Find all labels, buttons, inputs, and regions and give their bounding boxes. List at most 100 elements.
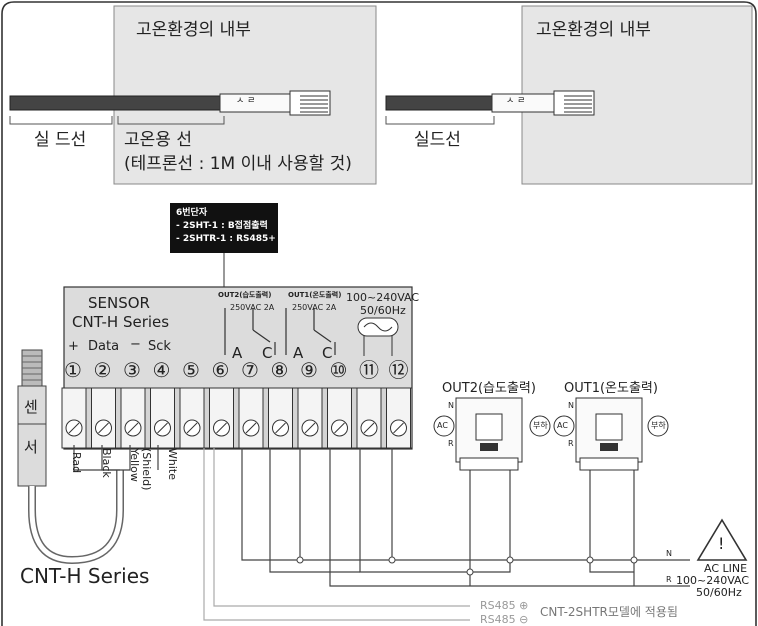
right-connector xyxy=(553,90,595,116)
relay-out2 xyxy=(455,397,523,471)
terminal-slot-7 xyxy=(238,387,264,449)
left-shield-wire-label: 실 드선 xyxy=(34,130,87,150)
out1-rating: 250VAC 2A xyxy=(292,303,337,312)
heat-wire-label: 고온용 선 xyxy=(124,130,192,150)
out2-rating: 250VAC 2A xyxy=(230,303,275,312)
terminal-number-4: ④ xyxy=(152,358,171,382)
sensor-series: CNT-H Series xyxy=(72,313,170,331)
terminal-number-8: ⑧ xyxy=(270,358,289,382)
relay-out2-r: R xyxy=(448,439,454,448)
warning-mark: ! xyxy=(718,534,725,553)
terminal-slot-9 xyxy=(297,387,323,449)
terminal-slot-12 xyxy=(386,387,411,449)
crossing-bumps xyxy=(296,556,638,576)
left-sleeve-text: ㅅ ㄹ xyxy=(236,96,256,106)
rs485-plus-label: RS485 ⊕ xyxy=(480,599,529,612)
left-shield-cable xyxy=(9,95,225,111)
rs485-minus-label: RS485 ⊖ xyxy=(480,613,529,626)
terminal-number-10: ⑩ xyxy=(329,358,348,382)
terminal-slot-5 xyxy=(179,387,205,449)
terminal-slot-2 xyxy=(91,387,116,449)
note-line1: - 2SHT-1 : B접점출력 xyxy=(176,221,268,231)
right-connector-ridges xyxy=(564,95,592,113)
right-shield-cable xyxy=(385,95,497,111)
terminal-number-12: ⑫ xyxy=(388,358,409,382)
power-rating: 100~240VAC xyxy=(346,291,420,304)
wire-white: White xyxy=(166,448,179,480)
relay-out1-title: OUT1(온도출력) xyxy=(564,381,658,396)
left-heat-bracket xyxy=(117,116,225,125)
relay-out1 xyxy=(575,397,643,471)
terminal-slot-10 xyxy=(327,387,352,449)
contact-c-out1: C xyxy=(322,344,333,362)
wire-black: Black xyxy=(100,448,113,478)
terminal-screws xyxy=(61,387,411,449)
terminal-slot-6 xyxy=(209,387,234,449)
terminal-number-3: ③ xyxy=(123,358,141,382)
pin-minus: − xyxy=(130,337,141,352)
left-connector xyxy=(289,90,331,116)
right-sleeve-text: ㅅ ㄹ xyxy=(506,96,526,106)
terminal-slot-1 xyxy=(61,387,87,449)
right-env-label: 고온환경의 내부 xyxy=(536,20,651,40)
terminal6-note-box: 6번단자 - 2SHT-1 : B접점출력 - 2SHTR-1 : RS485+ xyxy=(170,203,278,253)
ac-line-freq: 50/60Hz xyxy=(696,586,742,599)
out1-label: OUT1(온도출력) xyxy=(288,291,342,299)
terminal-number-2: ② xyxy=(93,358,112,382)
left-connector-ridges xyxy=(300,95,328,113)
relay-out1-n: N xyxy=(568,401,574,410)
terminal-number-1: ① xyxy=(64,358,82,382)
relay-out1-load: 부하 xyxy=(651,421,666,430)
pin-data: Data xyxy=(88,339,120,354)
warning-triangle-icon xyxy=(696,518,748,561)
contact-a-out2: A xyxy=(232,344,243,362)
terminal-number-5: ⑤ xyxy=(182,358,200,382)
ac-line-r: R xyxy=(666,575,672,584)
rs485-wiring xyxy=(203,448,470,621)
ac-line-n: N xyxy=(666,549,672,558)
terminal-slot-8 xyxy=(268,387,293,449)
sensor-wires xyxy=(73,445,159,471)
terminal-number-6: ⑥ xyxy=(211,358,230,382)
ac-line-voltage: 100~240VAC xyxy=(676,574,750,587)
wire-shield: (Shield) xyxy=(140,448,153,491)
left-shield-bracket xyxy=(9,116,113,125)
relay-out2-load: 부하 xyxy=(533,421,548,430)
terminal-number-9: ⑨ xyxy=(300,358,318,382)
note-line2: - 2SHTR-1 : RS485+ xyxy=(176,234,276,244)
output-wiring xyxy=(241,448,690,587)
relay-out2-title: OUT2(습도출력) xyxy=(442,381,536,396)
pin-plus: + xyxy=(68,339,79,354)
ac-line-title: AC LINE xyxy=(704,562,748,575)
left-env-label: 고온환경의 내부 xyxy=(136,20,251,40)
contact-c-out2: C xyxy=(262,344,273,362)
terminal-number-7: ⑦ xyxy=(241,358,259,382)
terminal-slot-3 xyxy=(120,387,146,449)
rs485-note: CNT-2SHTR모델에 적용됨 xyxy=(540,605,678,619)
relay-out2-n: N xyxy=(448,401,454,410)
wire-red: Rad xyxy=(70,452,83,474)
terminal-number-11: ⑪ xyxy=(359,358,379,382)
terminal-slot-11 xyxy=(356,387,382,449)
pin-sck: Sck xyxy=(148,339,171,354)
probe-char1: 센 xyxy=(24,398,38,416)
power-freq: 50/60Hz xyxy=(360,304,406,317)
sensor-probe xyxy=(17,349,124,565)
relay-out2-ac: AC xyxy=(437,421,448,430)
out2-label: OUT2(습도출력) xyxy=(218,291,272,299)
relay-ac-sources xyxy=(433,415,669,437)
right-shield-bracket xyxy=(385,116,495,125)
probe-char2: 서 xyxy=(24,438,38,456)
relay-out1-ac: AC xyxy=(557,421,568,430)
ac-power-symbol-icon xyxy=(357,317,399,356)
relay-contacts xyxy=(224,308,336,355)
right-shield-wire-label: 실드선 xyxy=(414,130,461,150)
terminal-slot-4 xyxy=(150,387,175,449)
note-title: 6번단자 xyxy=(176,208,208,218)
relay-out1-r: R xyxy=(568,439,574,448)
contact-a-out1: A xyxy=(293,344,304,362)
probe-series-label: CNT-H Series xyxy=(20,564,150,588)
sensor-title: SENSOR xyxy=(88,294,150,312)
